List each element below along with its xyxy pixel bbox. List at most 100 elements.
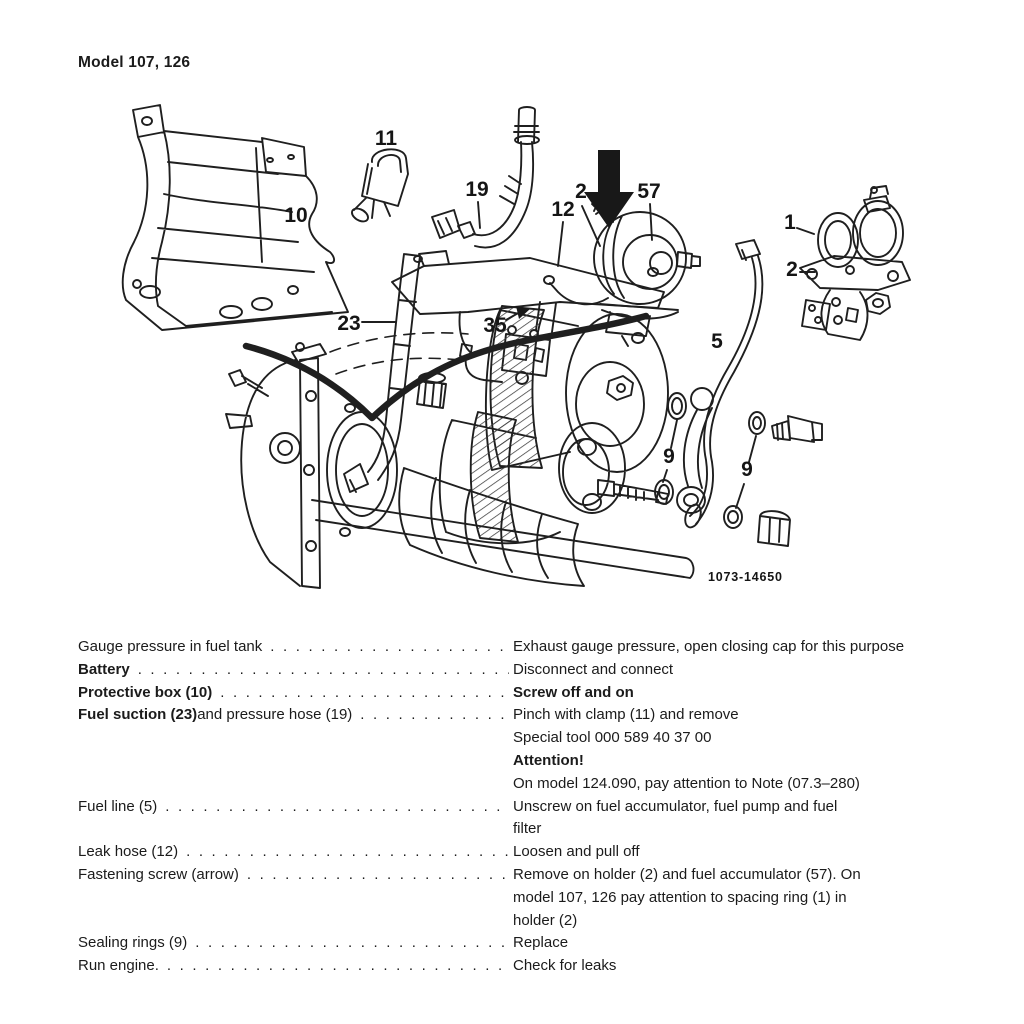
dot-leader: . . . . . . . . . . . . . . . . . . . . … — [166, 957, 509, 975]
procedure-row: Battery. . . . . . . . . . . . . . . . .… — [78, 659, 952, 682]
clamp-tool-drawing — [351, 148, 409, 223]
procedure-row: Run engine. . . . . . . . . . . . . . . .… — [78, 955, 952, 978]
procedure-item: Battery. . . . . . . . . . . . . . . . .… — [78, 659, 513, 682]
dot-leader: . . . . . . . . . . . . . . . . . . . . … — [220, 683, 509, 701]
part-label-23: 23 — [337, 312, 360, 335]
procedure-action-text: filter — [513, 820, 542, 838]
procedure-row: Fuel line (5) . . . . . . . . . . . . . .… — [78, 796, 952, 842]
procedure-action-line: Special tool 000 589 40 37 00 — [513, 727, 952, 750]
procedure-action-line: Check for leaks — [513, 955, 952, 978]
boot-and-pipe-drawing — [311, 467, 695, 587]
procedure-item: Fuel suction (23) and pressure hose (19)… — [78, 704, 513, 795]
procedure-row: Fuel suction (23) and pressure hose (19)… — [78, 704, 952, 795]
procedure-action-line: On model 124.090, pay attention to Note … — [513, 773, 952, 796]
procedure-item: Leak hose (12) . . . . . . . . . . . . . … — [78, 841, 513, 864]
procedure-action-line: Pinch with clamp (11) and remove — [513, 704, 952, 727]
procedure-item-text: Fuel suction (23) — [78, 706, 198, 724]
procedure-action-text: holder (2) — [513, 911, 578, 929]
dot-leader: . . . . . . . . . . . . . . . . . . . . … — [195, 934, 509, 952]
procedure-action-line: holder (2) — [513, 910, 952, 933]
fuel-line-drawing — [684, 239, 764, 529]
procedure-action: Exhaust gauge pressure, open closing cap… — [513, 636, 952, 659]
procedure-row: Gauge pressure in fuel tank. . . . . . .… — [78, 636, 952, 659]
part-label-19: 19 — [465, 178, 488, 201]
procedure-action-line: Disconnect and connect — [513, 659, 952, 682]
part-label-57: 57 — [637, 180, 660, 203]
part-label-5: 5 — [711, 330, 723, 353]
procedure-item: Fastening screw (arrow) . . . . . . . . .… — [78, 864, 513, 932]
procedure-item-text: Fuel line (5) — [78, 797, 158, 815]
procedure-item-text: Protective box (10) — [78, 683, 213, 701]
sealing-rings-banjo-drawing — [654, 387, 714, 514]
dark-fuel-hose-drawing — [242, 312, 650, 422]
procedure-action: Check for leaks — [513, 955, 952, 978]
procedure-action-text: Screw off and on — [513, 683, 634, 701]
procedure-action: Screw off and on — [513, 682, 952, 705]
page-title: Model 107, 126 — [78, 54, 191, 71]
procedure-item: Gauge pressure in fuel tank. . . . . . .… — [78, 636, 513, 659]
fastening-screw-arrow — [584, 150, 634, 228]
procedure-item-text: Leak hose (12) — [78, 843, 179, 861]
procedure-action-text: Replace — [513, 934, 569, 952]
figure-number: 1073-14650 — [708, 570, 783, 584]
part-label-9a: 9 — [663, 445, 675, 468]
suction-hose-drawing — [343, 253, 421, 493]
procedure-row: Sealing rings (9) . . . . . . . . . . . .… — [78, 932, 952, 955]
procedure-item-text: Fastening screw (arrow) — [78, 865, 239, 883]
procedure-item: Sealing rings (9) . . . . . . . . . . . .… — [78, 932, 513, 955]
part-label-9b: 9 — [741, 458, 753, 481]
procedure-action-line: Screw off and on — [513, 682, 952, 705]
part-label-10: 10 — [284, 204, 307, 227]
part-label-2b: 2 — [786, 258, 798, 281]
procedure-action-text: Unscrew on fuel accumulator, fuel pump a… — [513, 797, 838, 815]
part-label-11: 11 — [375, 127, 398, 150]
procedure-action-line: filter — [513, 818, 952, 841]
procedure-action: Loosen and pull off — [513, 841, 952, 864]
procedure-action-text: Loosen and pull off — [513, 843, 640, 861]
procedure-item-text: Run engine. — [78, 957, 159, 975]
pump-strap-drawing — [469, 411, 519, 543]
part-label-35: 35 — [483, 314, 507, 337]
dot-leader: . . . . . . . . . . . . . . . . . . . . … — [360, 706, 509, 724]
spacing-ring-holder-drawing — [799, 185, 911, 341]
part-label-2: 2 — [575, 180, 587, 203]
procedure-row: Protective box (10) . . . . . . . . . . .… — [78, 682, 952, 705]
procedure-action-text: Remove on holder (2) and fuel accumulato… — [513, 865, 861, 883]
procedure-action-text: On model 124.090, pay attention to Note … — [513, 774, 860, 792]
procedure-item-text: Battery — [78, 660, 130, 678]
procedure-action-text: model 107, 126 pay attention to spacing … — [513, 888, 847, 906]
dot-leader: . . . . . . . . . . . . . . . . . . . . … — [165, 797, 509, 815]
procedure-action-line: model 107, 126 pay attention to spacing … — [513, 887, 952, 910]
procedure-item: Protective box (10) . . . . . . . . . . .… — [78, 682, 513, 705]
procedure-row: Fastening screw (arrow) . . . . . . . . .… — [78, 864, 952, 932]
procedure-action-line: Remove on holder (2) and fuel accumulato… — [513, 864, 952, 887]
procedure-action-line: Exhaust gauge pressure, open closing cap… — [513, 636, 952, 659]
procedure-action-line: Loosen and pull off — [513, 841, 952, 864]
procedure-action-text: Special tool 000 589 40 37 00 — [513, 729, 712, 747]
dot-leader: . . . . . . . . . . . . . . . . . . . . … — [246, 865, 509, 883]
dot-leader: . . . . . . . . . . . . . . . . . . . . … — [186, 843, 509, 861]
procedure-item-text: Gauge pressure in fuel tank — [78, 638, 263, 655]
procedure-action: Remove on holder (2) and fuel accumulato… — [513, 864, 952, 932]
procedure-action-line: Replace — [513, 932, 952, 955]
pressure-hose-drawing — [431, 106, 540, 249]
procedure-action-text: Check for leaks — [513, 957, 617, 975]
part-label-12: 12 — [551, 198, 574, 221]
procedure-action-line: Unscrew on fuel accumulator, fuel pump a… — [513, 796, 952, 819]
sealing-rings-bolts-drawing — [723, 411, 823, 547]
protective-box-drawing — [121, 104, 349, 331]
procedure-action-text: Disconnect and connect — [513, 660, 674, 678]
procedure-action: Disconnect and connect — [513, 659, 952, 682]
procedure-action-line: Attention! — [513, 750, 952, 773]
body-contour-dashes — [329, 332, 469, 375]
procedure-action: Replace — [513, 932, 952, 955]
procedure-action-text: Exhaust gauge pressure, open closing cap… — [513, 638, 905, 655]
bell-housing-drawing — [225, 342, 398, 589]
label-leader-lines — [361, 201, 816, 509]
procedure-item-text: Sealing rings (9) — [78, 934, 188, 952]
filter-pump-drawing — [416, 309, 669, 545]
procedure-item: Run engine. . . . . . . . . . . . . . . .… — [78, 955, 513, 978]
procedure-action-text: Attention! — [513, 751, 584, 769]
